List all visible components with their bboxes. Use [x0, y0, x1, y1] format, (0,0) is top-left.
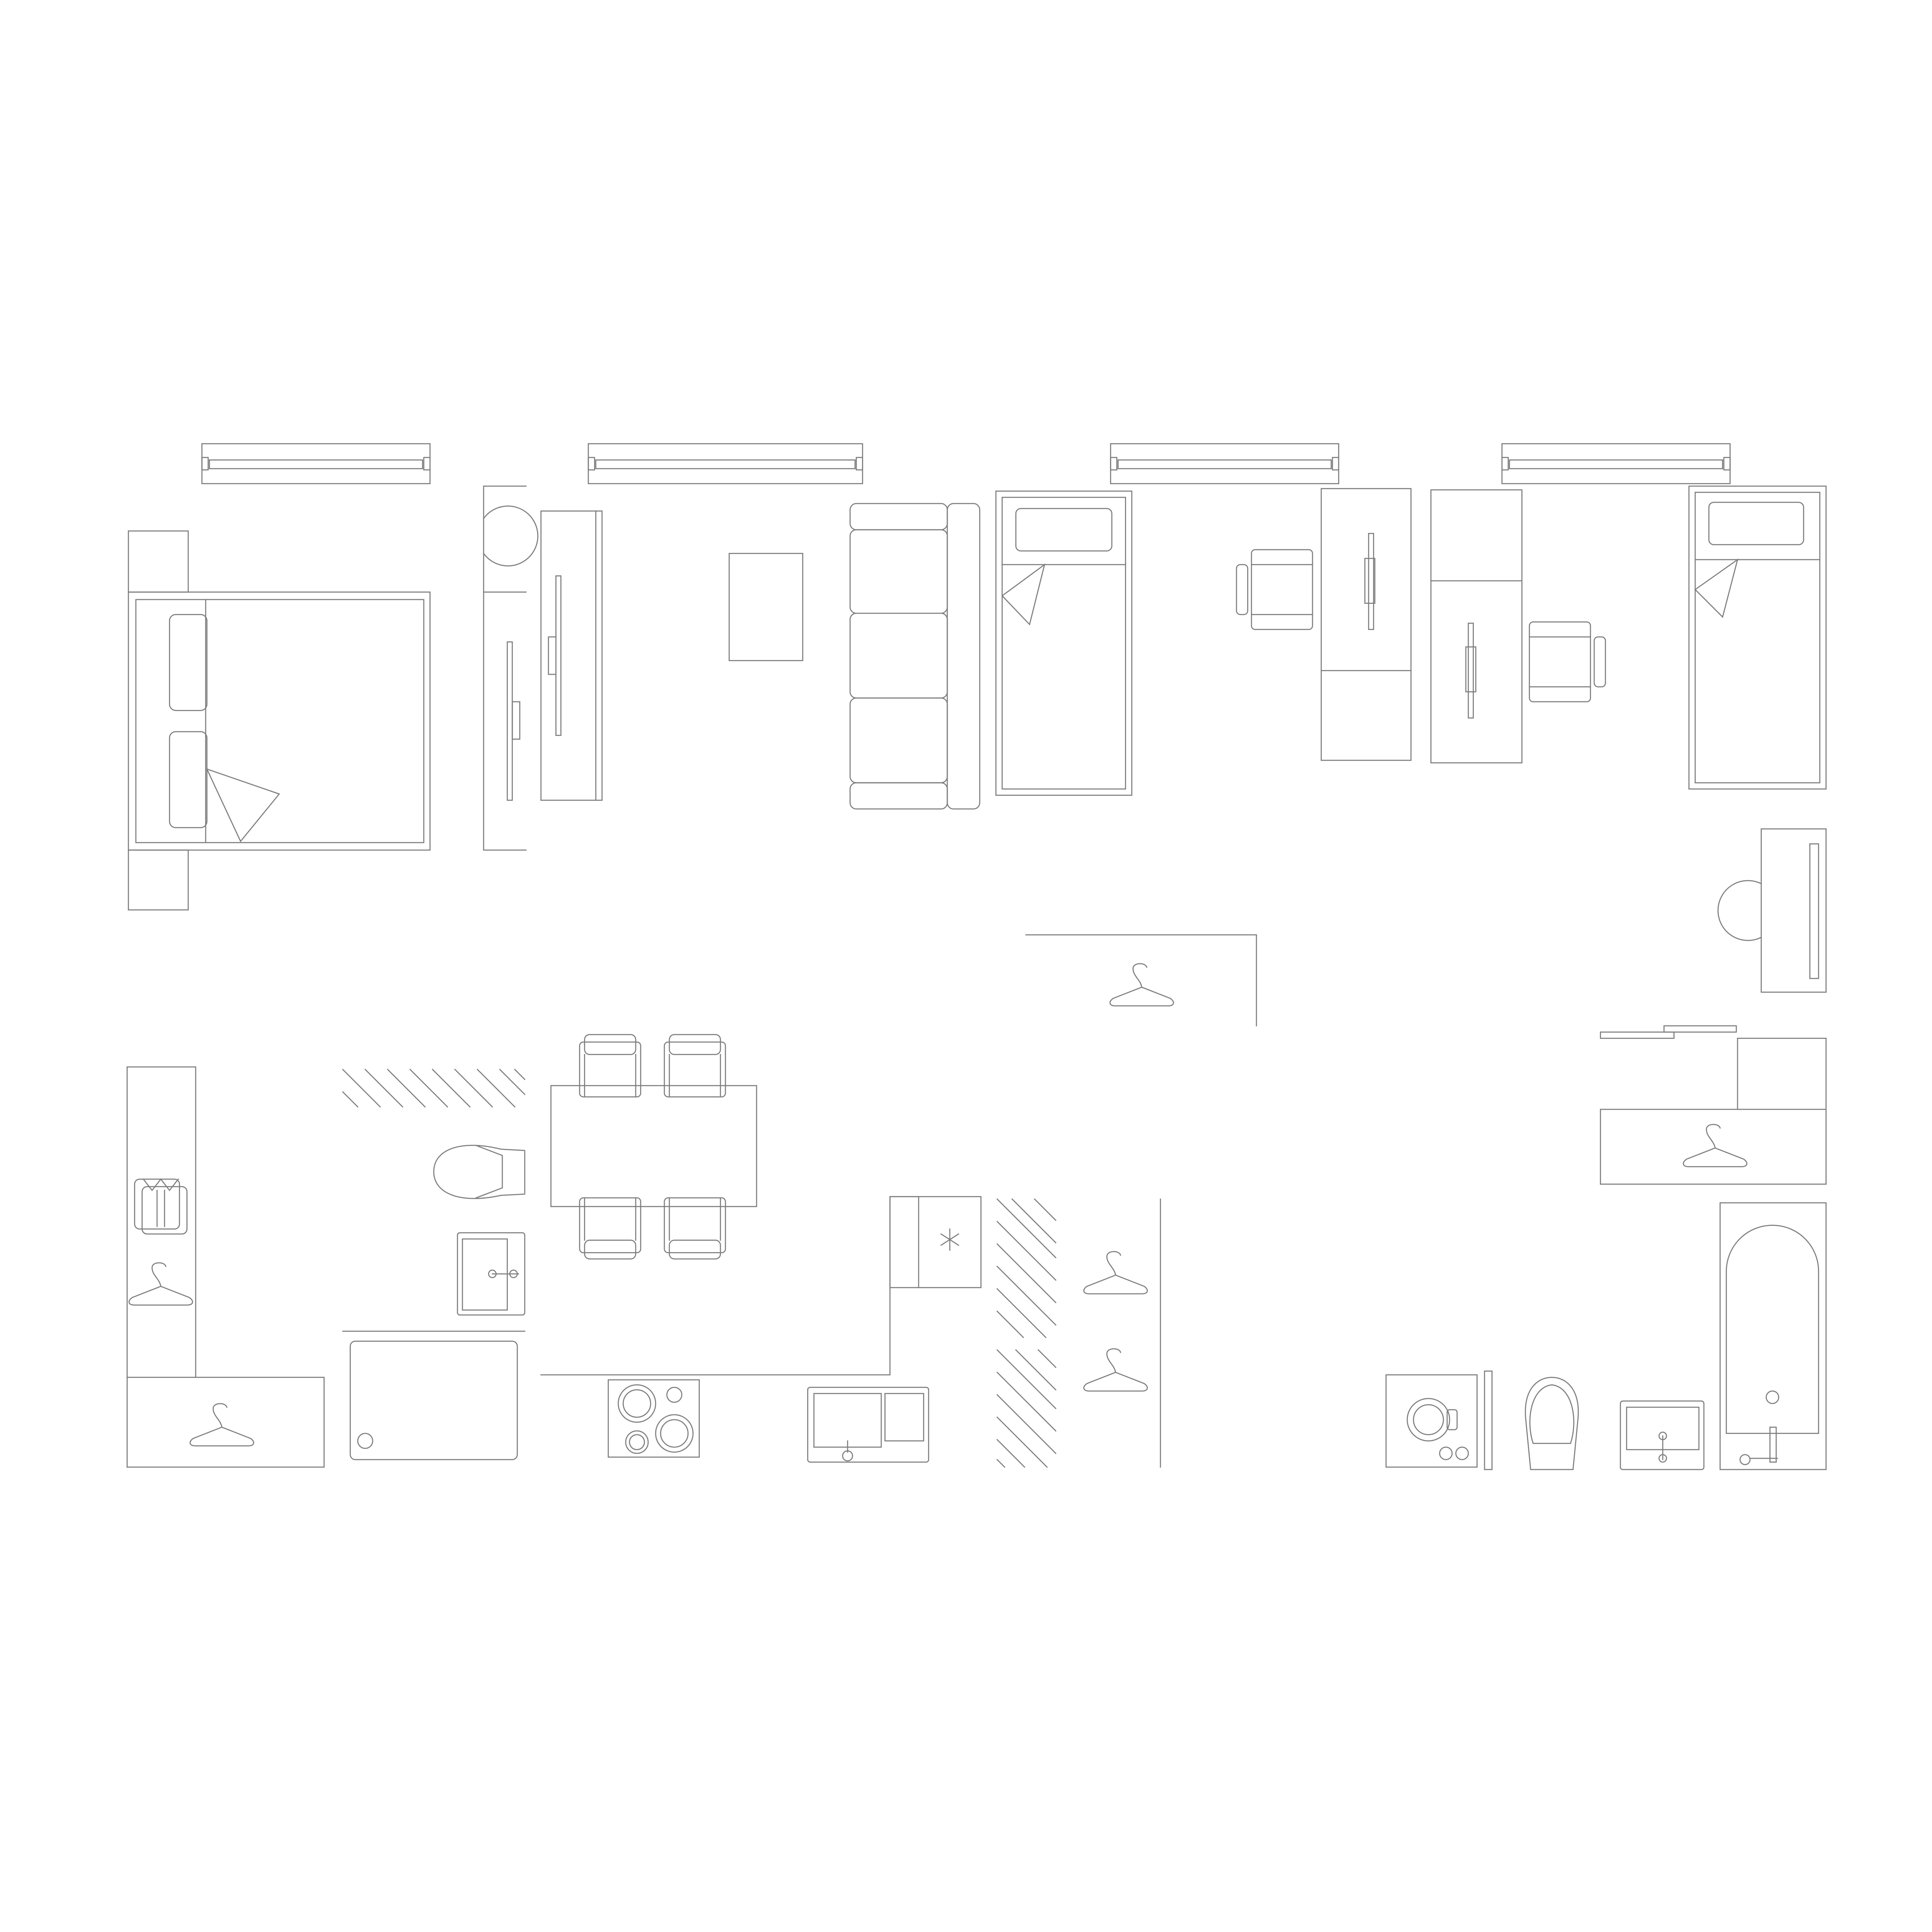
shirt-icon [135, 1179, 187, 1234]
bathtub [1720, 1203, 1826, 1470]
chair [580, 1198, 641, 1259]
wardrobe [541, 511, 602, 800]
double-bed [128, 531, 430, 910]
faucet-icon [842, 1441, 852, 1461]
desk [1321, 489, 1411, 760]
faucet-icon [1740, 1427, 1777, 1464]
hanger-icon [129, 1263, 193, 1305]
hanger-icon [1084, 1252, 1147, 1294]
chair [580, 1034, 641, 1097]
window-icon [1502, 444, 1730, 484]
counter [350, 1197, 919, 1459]
dining-table [551, 1086, 756, 1207]
shelf [1484, 1371, 1492, 1470]
cooktop [608, 1380, 699, 1457]
closet [1600, 1026, 1826, 1184]
single-bed [1689, 486, 1826, 789]
washbasin [1620, 1401, 1704, 1469]
lamp-icon [484, 506, 538, 566]
lamp-icon [1718, 881, 1761, 941]
desk-chair [1529, 622, 1605, 702]
hanger-icon [1084, 1349, 1147, 1391]
window-icon [1111, 444, 1339, 484]
chair [665, 1198, 726, 1259]
toilet [1525, 1377, 1578, 1470]
closet [1026, 935, 1256, 1026]
window-icon [202, 444, 430, 484]
coffee-table [729, 553, 803, 660]
sofa [850, 504, 980, 809]
window-icon [589, 444, 863, 484]
snowflake-icon [941, 1229, 958, 1250]
toilet [434, 1145, 525, 1198]
wardrobe [127, 1067, 324, 1467]
single-bed [996, 491, 1132, 795]
fridge [890, 1197, 981, 1287]
hatching [343, 1070, 525, 1107]
nightstand [1761, 829, 1826, 992]
hanger-icon [1683, 1124, 1747, 1166]
hatching [997, 1199, 1056, 1467]
hanger-icon [1110, 963, 1174, 1005]
nightstand [484, 486, 526, 850]
washing-machine [1386, 1375, 1477, 1467]
chair [665, 1034, 726, 1097]
washbasin [457, 1233, 525, 1315]
hanger-icon [190, 1404, 254, 1446]
desk-chair [1236, 550, 1312, 630]
desk [1431, 490, 1522, 763]
sink [808, 1387, 929, 1462]
